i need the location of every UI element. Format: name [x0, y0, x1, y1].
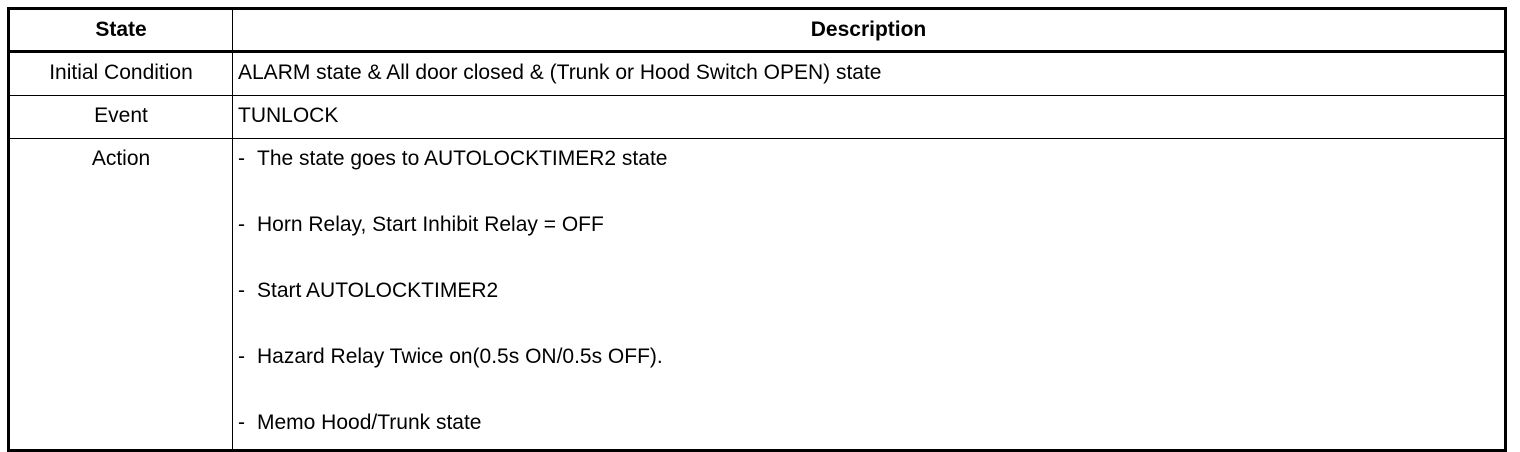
table-header-row: State Description: [8, 8, 1506, 53]
description-cell-initial-condition: ALARM state & All door closed & (Trunk o…: [232, 51, 1506, 96]
action-item: -Horn Relay, Start Inhibit Relay = OFF: [238, 213, 1504, 279]
action-item-text: The state goes to AUTOLOCKTIMER2 state: [257, 147, 668, 170]
action-item-text: Memo Hood/Trunk state: [257, 411, 482, 434]
action-item-text: Start AUTOLOCKTIMER2: [257, 279, 499, 302]
table-row-event: Event TUNLOCK: [8, 95, 1506, 139]
action-bullet: -: [238, 411, 245, 434]
action-bullet: -: [238, 213, 245, 236]
action-item: -Memo Hood/Trunk state: [238, 411, 1504, 441]
state-cell-event: Event: [8, 95, 233, 139]
action-item-text: Horn Relay, Start Inhibit Relay = OFF: [257, 213, 604, 236]
action-bullet: -: [238, 147, 245, 170]
state-cell-initial-condition: Initial Condition: [8, 51, 233, 96]
action-item-text: Hazard Relay Twice on(0.5s ON/0.5s OFF).: [257, 345, 663, 368]
table-row-initial-condition: Initial Condition ALARM state & All door…: [8, 51, 1506, 96]
action-item: -The state goes to AUTOLOCKTIMER2 state: [238, 147, 1504, 213]
description-column-header: Description: [232, 8, 1506, 53]
description-cell-action: -The state goes to AUTOLOCKTIMER2 state …: [232, 138, 1506, 451]
action-list: -The state goes to AUTOLOCKTIMER2 state …: [238, 147, 1504, 441]
action-item: -Hazard Relay Twice on(0.5s ON/0.5s OFF)…: [238, 345, 1504, 411]
state-cell-action: Action: [8, 138, 233, 451]
action-bullet: -: [238, 345, 245, 368]
action-item: -Start AUTOLOCKTIMER2: [238, 279, 1504, 345]
table-row-action: Action -The state goes to AUTOLOCKTIMER2…: [8, 138, 1506, 451]
state-description-table: State Description Initial Condition ALAR…: [7, 7, 1507, 452]
description-cell-event: TUNLOCK: [232, 95, 1506, 139]
state-column-header: State: [8, 8, 233, 53]
action-bullet: -: [238, 279, 245, 302]
